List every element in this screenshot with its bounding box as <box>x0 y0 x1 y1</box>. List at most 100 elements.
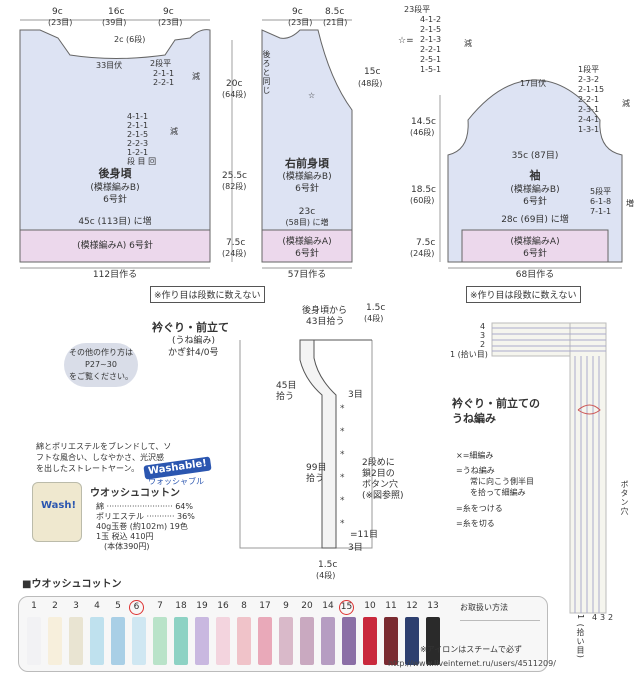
yarn-spec-3: 40g玉巻 (約102m) 19色 <box>96 522 188 531</box>
color-number: 3 <box>73 601 79 611</box>
yarn-spec-4: 1玉 税込 410円 <box>96 532 154 541</box>
back-top-width-3: 9c <box>163 7 174 17</box>
color-number: 13 <box>427 601 439 611</box>
sleeve-cap-mark: ☆= <box>398 36 414 46</box>
sleeve-width: 35c (87目) <box>511 151 559 161</box>
yarn-desc-3: を出したストレートヤーン。 <box>36 464 140 473</box>
sleeve-top-bind: 17目伏 <box>520 79 547 88</box>
edging-top-rows: (4段) <box>364 314 384 323</box>
sleeve-inc-3: 7-1-1 <box>590 207 612 216</box>
info-line-3: をご覧ください。 <box>69 372 133 381</box>
front-title: 右前身頃 <box>285 157 329 170</box>
sleeve-cap-right-2: 2-3-2 <box>578 75 600 84</box>
edging-mark-3: 3目 <box>348 390 363 400</box>
front-cast-on: 57目作る <box>287 270 327 280</box>
sleeve-inc-label: 増 <box>626 199 634 208</box>
sleeve-inc-1: 5段平 <box>590 187 612 196</box>
sleeve-cap-left-7: 1-5-1 <box>420 65 442 74</box>
sleeve-cap-right-4: 2-2-1 <box>578 95 600 104</box>
back-arm-dec-3: 2-1-5 <box>127 130 149 139</box>
sleeve-cap-left-6: 2-5-1 <box>420 55 442 64</box>
star-marker: ☆ <box>308 91 316 100</box>
back-top-sts-3: (23目) <box>158 18 183 27</box>
legend-6: =糸を切る <box>456 519 495 528</box>
edging-front-pick: 99目 <box>306 463 327 473</box>
sleeve-needle: 6号針 <box>523 197 547 207</box>
sleeve-cap-left-5: 2-2-1 <box>420 45 442 54</box>
back-needle: 6号針 <box>103 195 127 205</box>
back-arm-dec-4: 2-2-3 <box>127 139 149 148</box>
color-number: 9 <box>283 601 289 611</box>
color-swatch <box>90 617 104 665</box>
edging-mark-3b: 3目 <box>348 543 363 553</box>
edging-bottom-rows: (4段) <box>316 571 336 580</box>
washable-sub: ウォッシャブル <box>148 477 204 486</box>
back-arm-dec-2: 2-1-1 <box>127 121 149 130</box>
color-swatch <box>426 617 440 665</box>
sleeve-ribbing <box>461 229 609 263</box>
color-swatch <box>132 617 146 665</box>
edging-band <box>299 339 337 549</box>
front-increase-2: (58目) に増 <box>285 218 329 227</box>
back-neck-dec-2: 2-1-1 <box>153 69 175 78</box>
rib-chart <box>491 322 607 614</box>
sleeve-body-height: 18.5c <box>411 185 436 195</box>
color-swatch <box>384 617 398 665</box>
yarn-name: ウオッシュコットン <box>90 488 180 499</box>
buttonhole-mark: * <box>340 404 345 414</box>
rib-title: 衿ぐり・前立ての <box>452 397 540 410</box>
color-swatch <box>195 617 209 665</box>
color-number: 15 <box>339 600 354 615</box>
color-number: 12 <box>406 601 418 611</box>
sleeve-notice: ※作り目は段数に数えない <box>466 286 581 303</box>
rib-bottom-row-4: 4 <box>592 613 598 622</box>
color-number: 5 <box>115 601 121 611</box>
yarn-ball-label: Wash! <box>41 500 77 511</box>
sleeve-ribbing-needle: 6号針 <box>523 249 547 259</box>
edging-button-3: ボタン穴 <box>362 480 399 490</box>
edging-back-pickup-2: 43目拾う <box>306 317 345 327</box>
front-neck-height: 15c <box>364 67 381 77</box>
edging-title: 衿ぐり・前立て <box>152 321 229 334</box>
color-swatch <box>321 617 335 665</box>
care-note: ※アイロンはスチームで必ず <box>420 645 523 654</box>
buttonhole-mark: * <box>340 519 345 529</box>
color-number: 4 <box>94 601 100 611</box>
back-rib-height: 7.5c <box>226 238 246 248</box>
sleeve-cap-rows: (46段) <box>410 128 435 137</box>
back-neck-dec-label: 減 <box>192 72 200 81</box>
back-pattern: (模様編みB) <box>90 183 140 193</box>
rib-row-1: 1 (拾い目) <box>450 350 488 359</box>
rib-title-2: うね編み <box>452 412 496 425</box>
back-neck-drop: 2c (6段) <box>114 35 146 44</box>
sleeve-title: 袖 <box>529 169 541 182</box>
sleeve-cap-left-3: 2-1-5 <box>420 25 442 34</box>
info-pill: その他の作り方は P27~30 をご覧ください。 <box>64 343 138 387</box>
color-number: 1 <box>31 601 37 611</box>
front-side-note: 後ろと同じ <box>262 50 271 95</box>
edging-mark-11: =11目 <box>350 530 378 540</box>
sleeve-cap-right-7: 1-3-1 <box>578 125 600 134</box>
front-top-width-1: 9c <box>292 7 303 17</box>
back-top-width-1: 9c <box>52 7 63 17</box>
sleeve-cap-left-1: 23段平 <box>404 5 431 14</box>
back-top-sts-1: (23目) <box>48 18 73 27</box>
sleeve-outline <box>447 79 623 263</box>
color-number: 18 <box>175 601 187 611</box>
sleeve-cast-on: 68目作る <box>515 270 555 280</box>
color-number: 6 <box>129 600 144 615</box>
back-top-sts-2: (39目) <box>102 18 127 27</box>
back-increase: 45c (113目) に増 <box>78 217 152 227</box>
edging-neck-pick: 45目 <box>276 381 297 391</box>
care-icons <box>460 620 540 643</box>
front-ribbing: (模様編みA) <box>282 237 332 247</box>
color-number: 20 <box>301 601 313 611</box>
sleeve-cap-left-2: 4-1-2 <box>420 15 442 24</box>
edging-button-4: (※図参照) <box>362 491 404 501</box>
legend-1: ×=細編み <box>456 451 494 460</box>
color-swatch <box>153 617 167 665</box>
color-number: 17 <box>259 601 271 611</box>
yarn-ball: Wash! <box>32 482 82 542</box>
buttonhole-mark: * <box>340 473 345 483</box>
